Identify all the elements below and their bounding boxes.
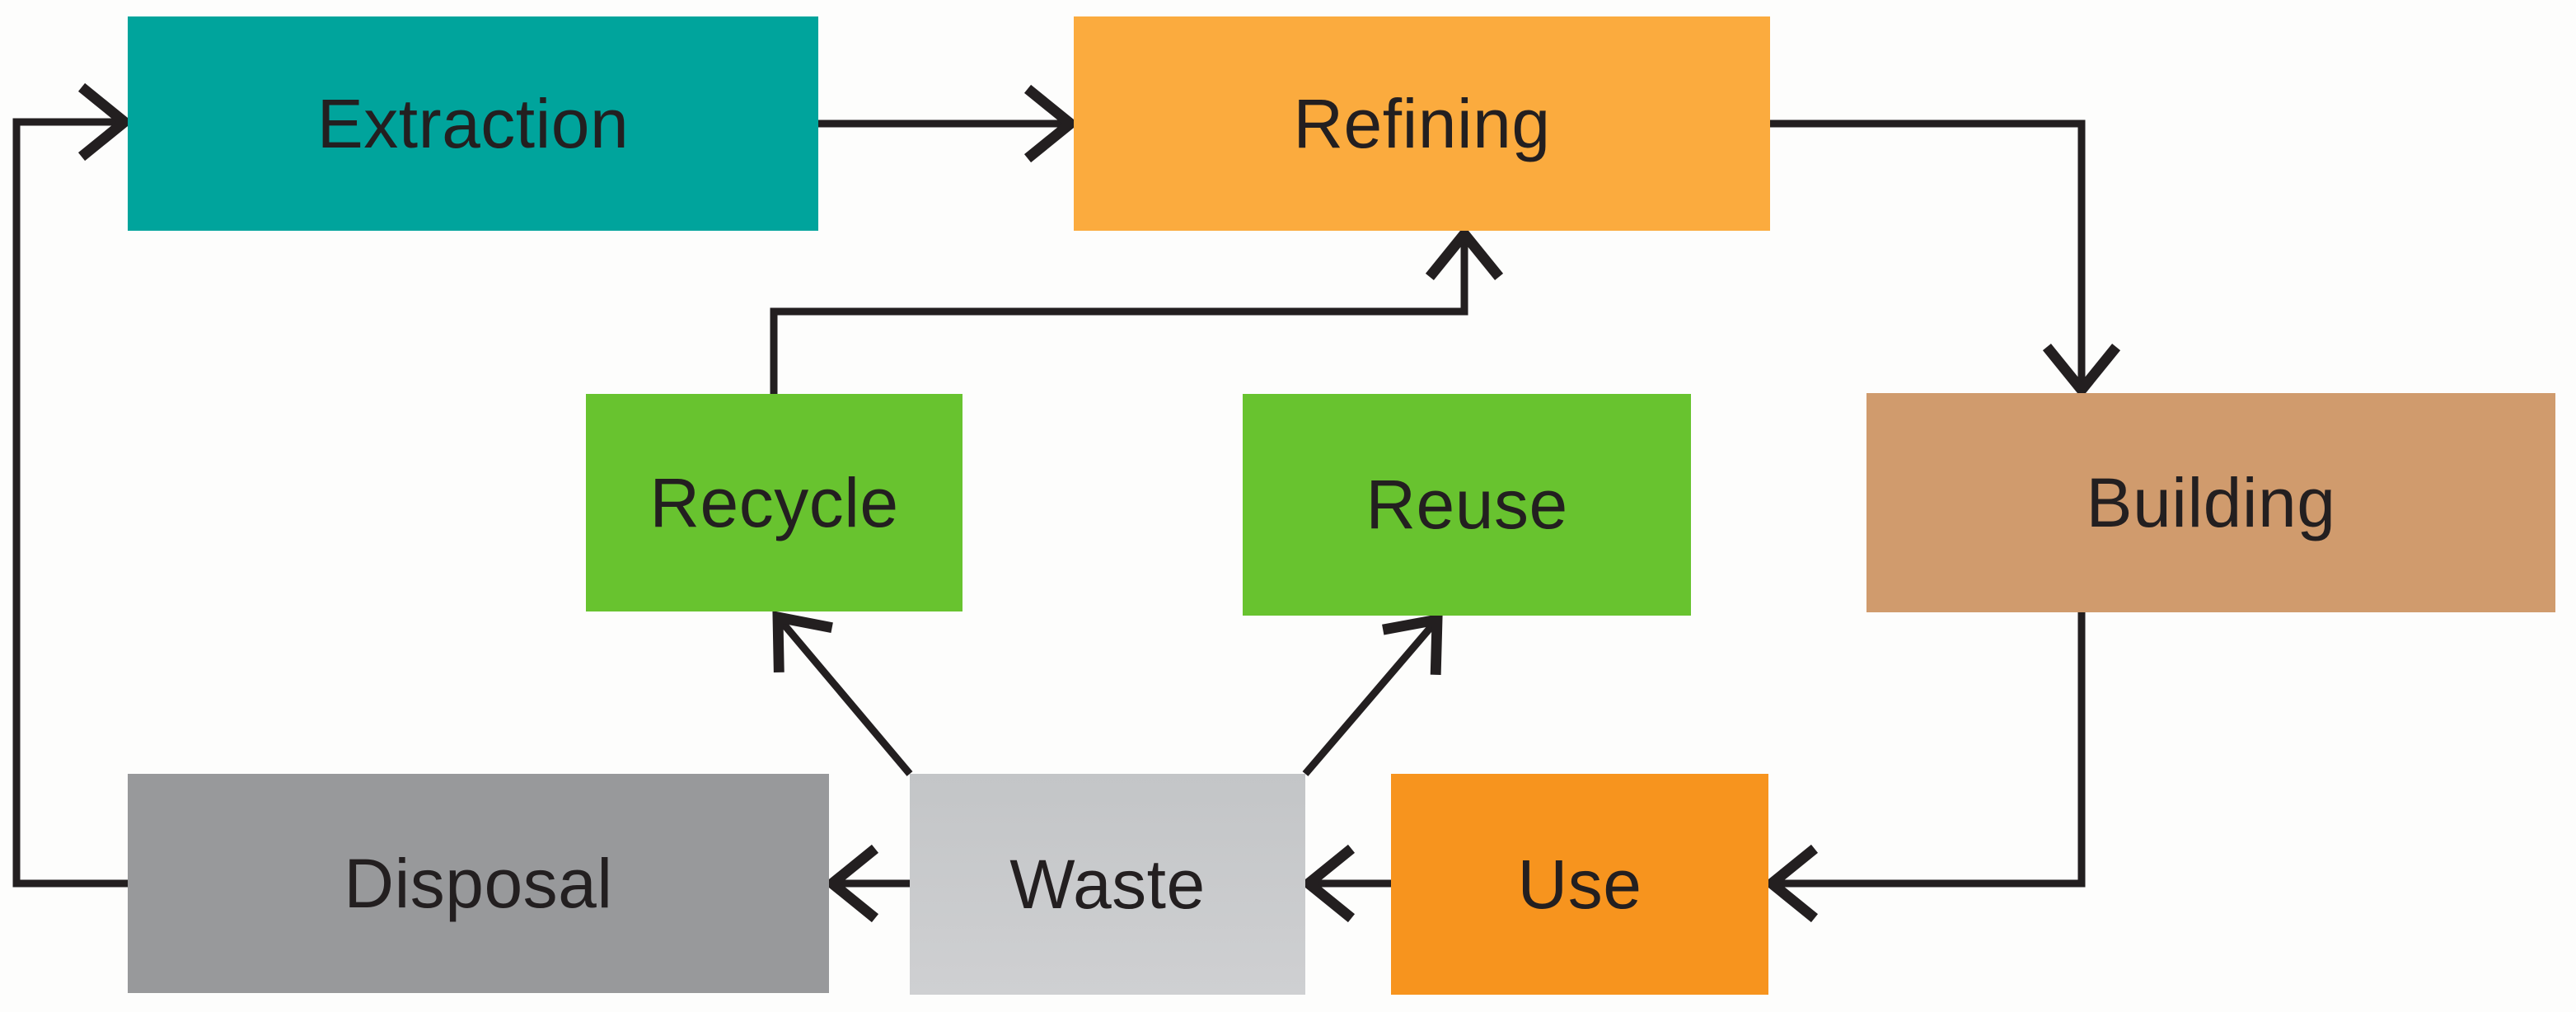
node-reuse: Reuse — [1243, 394, 1691, 616]
node-extraction: Extraction — [128, 16, 818, 231]
node-extraction-label: Extraction — [316, 84, 630, 162]
node-waste-label: Waste — [1009, 845, 1206, 923]
node-use-label: Use — [1517, 845, 1642, 923]
edge-waste-to-recycle — [772, 611, 913, 776]
node-waste: Waste — [910, 774, 1305, 995]
edge-building-to-use — [1763, 612, 2086, 923]
node-disposal: Disposal — [128, 774, 829, 993]
node-building-label: Building — [2086, 463, 2336, 541]
edge-recycle-to-refining — [770, 225, 1504, 394]
node-recycle-label: Recycle — [649, 463, 899, 541]
node-recycle: Recycle — [586, 394, 962, 611]
edge-refining-to-building — [1770, 119, 2121, 399]
node-building: Building — [1866, 393, 2555, 612]
node-refining: Refining — [1074, 16, 1770, 231]
node-use: Use — [1391, 774, 1768, 995]
node-reuse-label: Reuse — [1365, 466, 1568, 543]
node-disposal-label: Disposal — [344, 844, 613, 922]
node-refining-label: Refining — [1293, 84, 1551, 162]
edge-disposal-to-extraction — [12, 82, 133, 888]
edge-waste-to-reuse — [1302, 613, 1443, 776]
